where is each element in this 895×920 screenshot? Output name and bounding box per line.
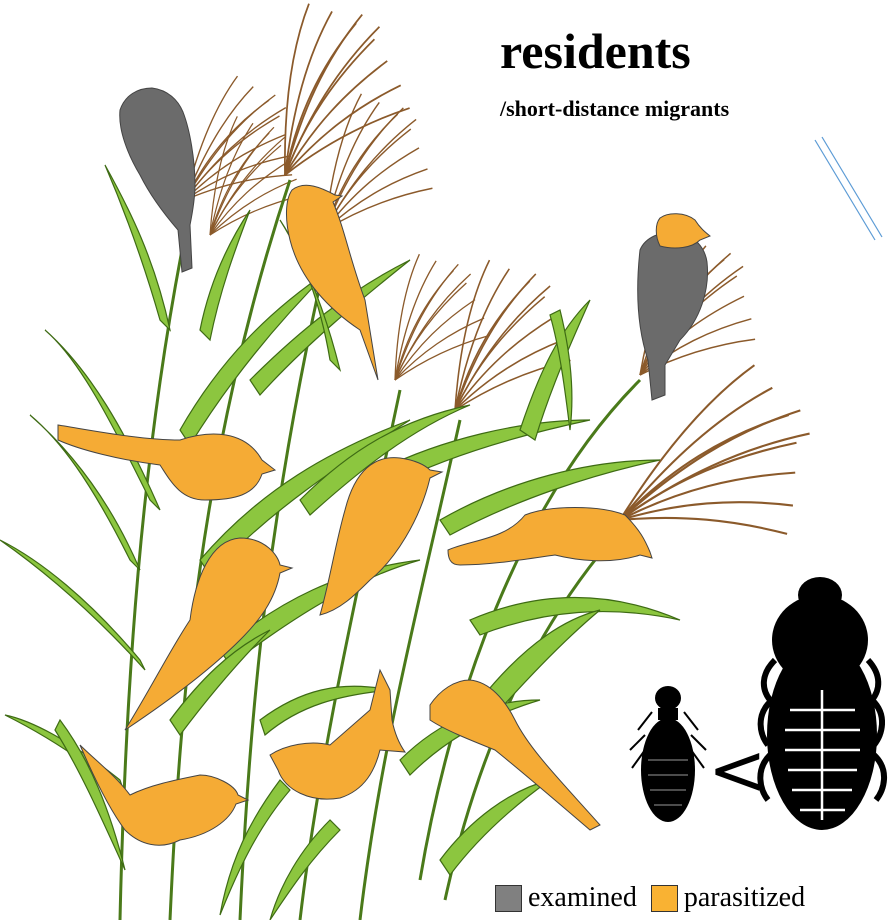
legend-swatch-parasitized (651, 885, 678, 912)
birds-parasitized (58, 185, 652, 845)
small-louse (630, 686, 706, 822)
comparison-symbol: < (708, 735, 767, 805)
bird-head-cap (656, 214, 710, 248)
decorative-lines (815, 137, 882, 240)
bird-parasitized-6 (80, 745, 248, 845)
legend-label-parasitized: parasitized (684, 884, 805, 912)
legend: examined parasitized (495, 884, 805, 912)
legend-swatch-examined (495, 885, 522, 912)
bird-examined-1 (120, 88, 195, 272)
figure-title: residents (500, 26, 691, 76)
figure-subtitle: /short-distance migrants (500, 98, 729, 120)
birds-examined (120, 88, 708, 400)
bird-examined-2 (638, 232, 708, 400)
large-louse (760, 577, 884, 830)
legend-label-examined: examined (528, 884, 637, 912)
